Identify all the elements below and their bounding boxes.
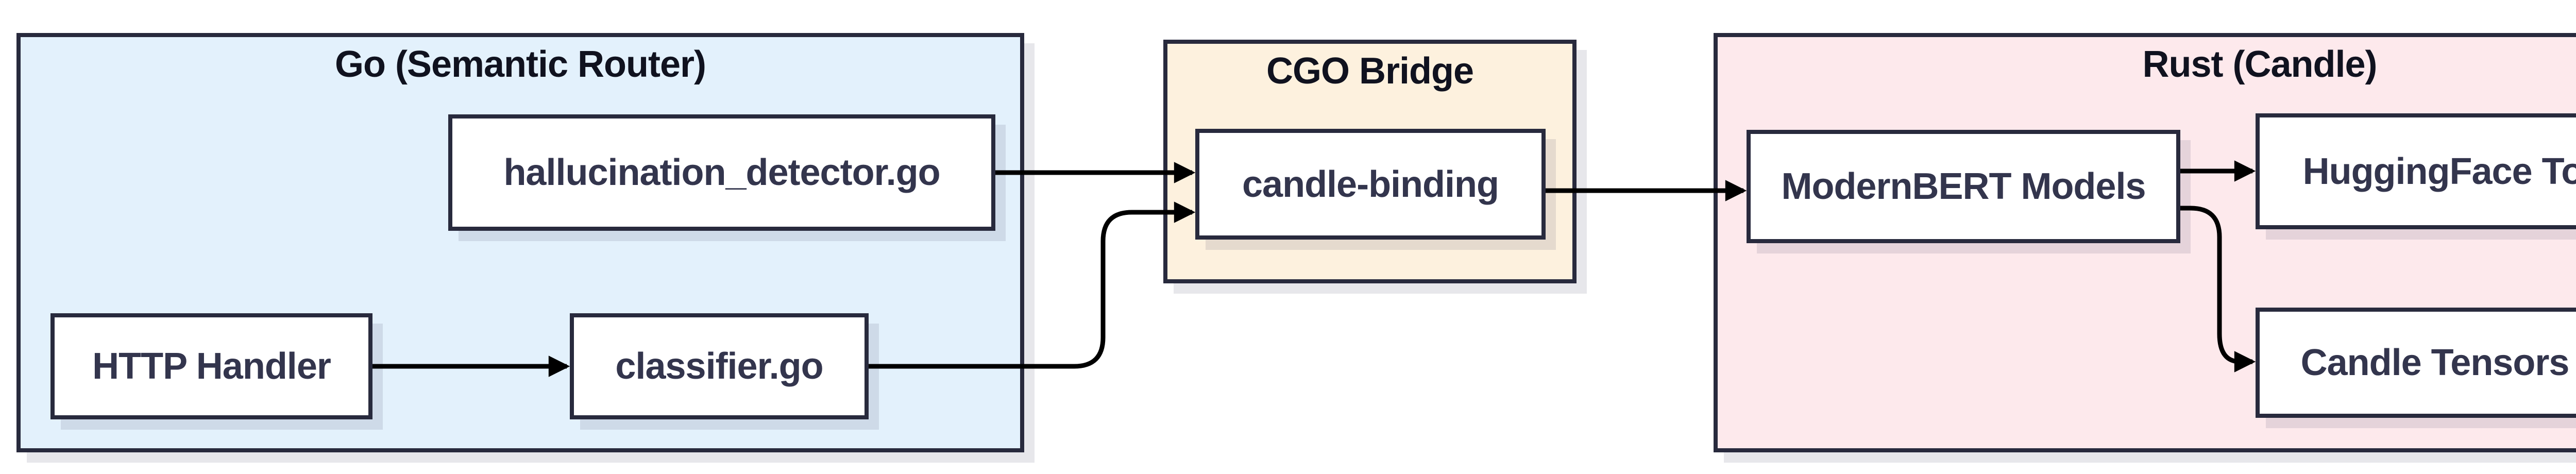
node-candle-binding: candle-binding: [1195, 129, 1546, 240]
node-label-hallucination-detector: hallucination_detector.go: [503, 152, 940, 193]
node-label-classifier: classifier.go: [615, 346, 823, 387]
node-label-candle-binding: candle-binding: [1242, 163, 1499, 205]
node-label-candle-tensors: Candle Tensors: [2300, 342, 2570, 383]
node-huggingface-tokenizers: HuggingFace Tokenizers: [2256, 113, 2576, 229]
node-label-modernbert-models: ModernBERT Models: [1781, 166, 2146, 207]
container-title-cgo-bridge: CGO Bridge: [1266, 50, 1474, 92]
node-modernbert-models: ModernBERT Models: [1747, 130, 2180, 243]
node-label-huggingface-tokenizers: HuggingFace Tokenizers: [2302, 150, 2576, 192]
node-classifier: classifier.go: [570, 313, 869, 419]
container-title-go: Go (Semantic Router): [334, 44, 706, 85]
node-label-http-handler: HTTP Handler: [92, 346, 331, 387]
node-candle-tensors: Candle Tensors: [2256, 308, 2576, 418]
node-http-handler: HTTP Handler: [50, 313, 372, 419]
node-hallucination-detector: hallucination_detector.go: [448, 114, 995, 231]
container-title-rust: Rust (Candle): [2142, 44, 2378, 85]
